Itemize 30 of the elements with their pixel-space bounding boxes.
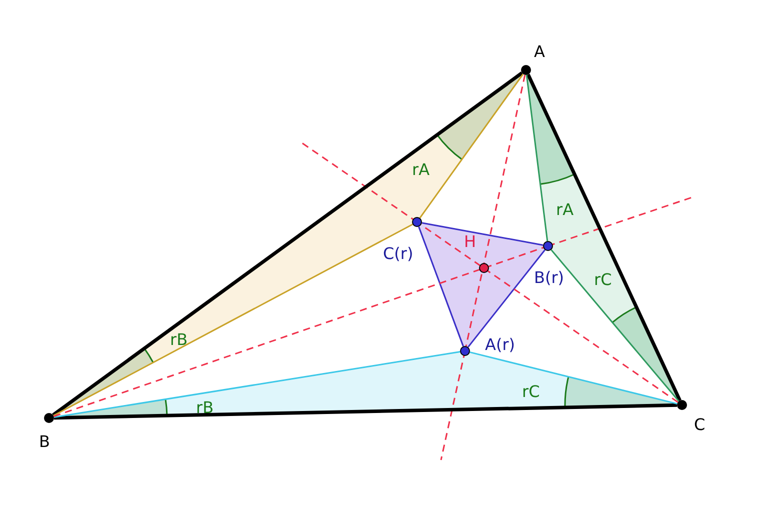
dashed-line xyxy=(53,246,544,418)
line-segment xyxy=(418,226,464,347)
point-dot xyxy=(543,241,553,251)
line-segment xyxy=(468,249,546,348)
line-segment xyxy=(550,249,680,402)
angle-label: rA xyxy=(412,162,430,178)
point-dot xyxy=(44,413,54,423)
point-label: A xyxy=(534,44,545,60)
point-label: C xyxy=(694,417,706,433)
line-segment xyxy=(526,74,548,242)
line-segment xyxy=(53,224,413,416)
point-label: B(r) xyxy=(534,270,564,286)
angle-label: rA xyxy=(556,202,574,218)
angle-label: rC xyxy=(522,384,540,400)
angle-label: rB xyxy=(170,332,188,348)
point-label: B xyxy=(39,434,50,450)
point-label: H xyxy=(464,234,476,250)
angle-label: rB xyxy=(196,400,214,416)
line-segment xyxy=(419,74,524,218)
point-dot xyxy=(677,400,687,410)
line-segment xyxy=(54,403,678,420)
dashed-line xyxy=(465,74,526,346)
line-segment xyxy=(54,351,460,418)
point-label: A(r) xyxy=(485,337,516,353)
angle-label: rC xyxy=(594,272,612,288)
point-dot xyxy=(521,65,531,75)
point-label: C(r) xyxy=(383,246,414,262)
point-dot xyxy=(460,346,470,356)
line-segment xyxy=(470,351,678,405)
line-segment xyxy=(422,222,544,246)
